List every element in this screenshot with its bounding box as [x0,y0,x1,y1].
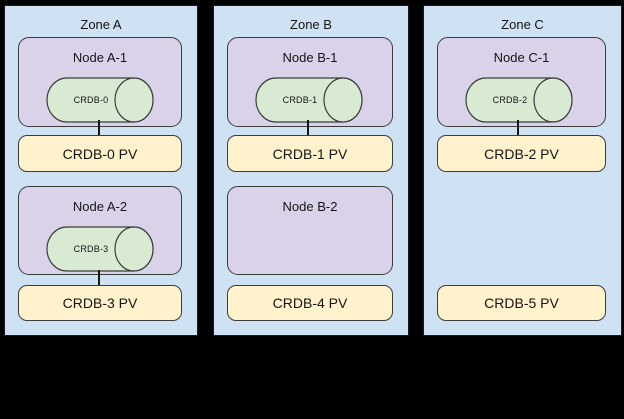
node-b1-box: Node B-1 CRDB-1 [227,37,393,127]
database-cylinder-icon [255,77,363,123]
disk-cylinder-crdb-1: CRDB-1 [254,76,364,124]
disk-cylinder-crdb-3: CRDB-3 [45,225,155,273]
node-a1-box: Node A-1 CRDB-0 [18,37,182,127]
disk-label: CRDB-0 [73,95,109,105]
zone-c-label: Zone C [501,17,544,32]
connector-line [307,120,309,136]
database-cylinder-icon [465,77,573,123]
database-cylinder-icon [46,77,154,123]
pv-box-crdb-1: CRDB-1 PV [227,135,393,172]
pv-label: CRDB-5 PV [484,295,559,311]
pv-box-crdb-5: CRDB-5 PV [437,285,606,321]
pv-label: CRDB-0 PV [62,145,138,162]
zone-a-label: Zone A [80,17,122,32]
node-b2-label: Node B-2 [282,199,338,214]
zone-a-container: Zone A Node A-1 CRDB-0 CRDB-0 PV Node A-… [4,5,198,336]
node-a2-label: Node A-2 [72,199,128,214]
connector-line [517,120,519,136]
pv-box-crdb-3: CRDB-3 PV [18,285,182,321]
pv-box-crdb-0: CRDB-0 PV [18,135,182,172]
zone-b-container: Zone B Node B-1 CRDB-1 CRDB-1 PV Node B-… [213,5,409,336]
disk-label: CRDB-2 [492,95,528,105]
pv-box-crdb-2: CRDB-2 PV [437,135,606,172]
disk-label: CRDB-1 [282,95,318,105]
node-b2-box: Node B-2 [227,186,393,275]
zone-b-label: Zone B [290,17,332,32]
connector-line [98,270,100,286]
disk-cylinder-crdb-2: CRDB-2 [464,76,574,124]
zone-c-container: Zone C Node C-1 CRDB-2 CRDB-2 PV CRDB-5 … [423,5,622,336]
pv-label: CRDB-3 PV [62,295,138,311]
database-cylinder-icon [46,226,154,272]
disk-cylinder-crdb-0: CRDB-0 [45,76,155,124]
pv-box-crdb-4: CRDB-4 PV [227,285,393,321]
connector-line [98,120,100,136]
node-c1-box: Node C-1 CRDB-2 [437,37,606,127]
pv-label: CRDB-1 PV [272,145,348,162]
node-a2-box: Node A-2 CRDB-3 [18,186,182,275]
node-c1-label: Node C-1 [493,50,550,65]
disk-label: CRDB-3 [73,244,109,254]
node-b1-label: Node B-1 [282,50,338,65]
node-a1-label: Node A-1 [72,50,128,65]
pv-label: CRDB-4 PV [272,295,348,311]
pv-label: CRDB-2 PV [484,145,559,162]
